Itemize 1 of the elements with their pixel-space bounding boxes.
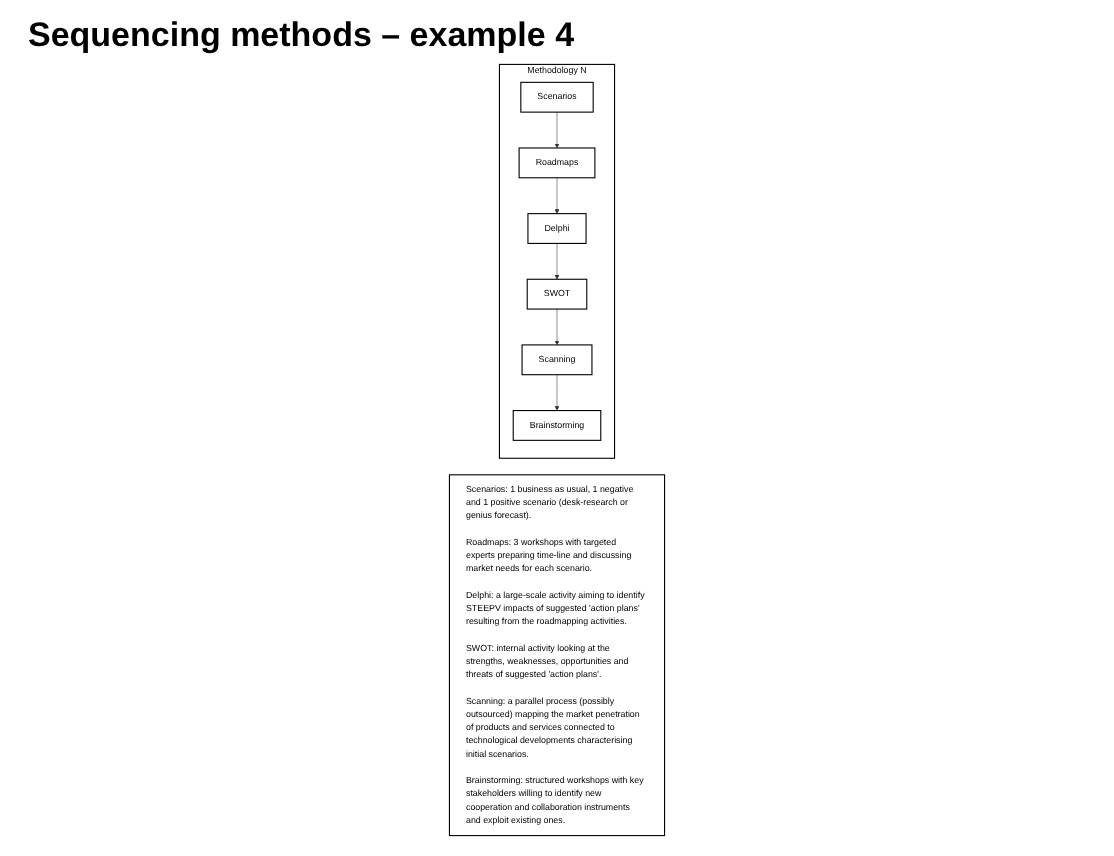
diagram-title: Sequencing methods – example 4 [28,16,577,56]
